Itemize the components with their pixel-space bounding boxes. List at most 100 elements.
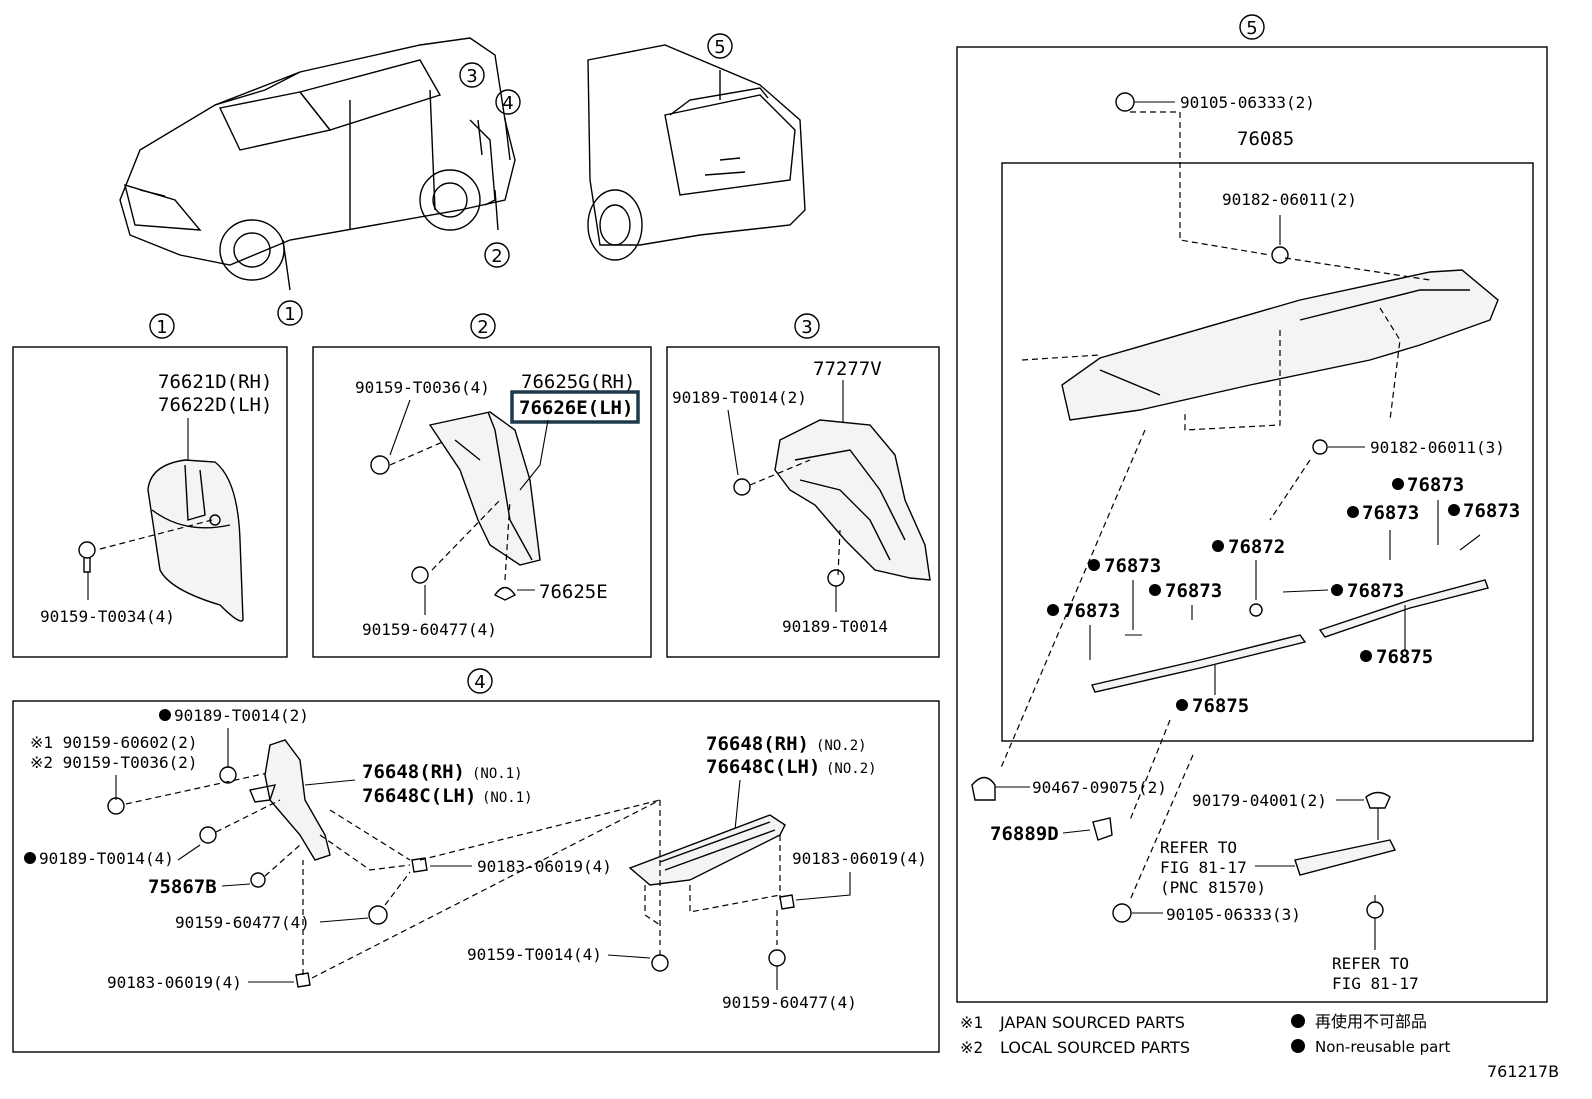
section-5-inner-box	[1001, 162, 1534, 742]
bracket-76648-no2-tag: (NO.2)	[816, 738, 867, 754]
lamp-shape	[1294, 839, 1397, 876]
callout-1-label: 1	[284, 304, 295, 325]
bolt-90105-06333-3: 90105-06333(3)	[1166, 905, 1301, 924]
part-76873-a: 76873	[1407, 474, 1464, 496]
screw-90159-60602: ※1 90159-60602(2)	[30, 733, 198, 752]
screw-90159-t0034: 90159-T0034(4)	[40, 607, 175, 626]
clip-90189-t0014-2-s4: 90189-T0014(2)	[174, 706, 309, 725]
part-76875-b: 76875	[1376, 646, 1433, 668]
nonreuse-dot	[159, 709, 171, 721]
clip-76625e: 76625E	[539, 581, 608, 603]
part-76873-d: 76873	[1104, 555, 1161, 577]
nonreuse-dot	[1212, 540, 1224, 552]
part-77277v: 77277V	[813, 358, 882, 380]
refer2-line2: FIG 81-17	[1332, 974, 1419, 993]
refer1-line2: FIG 81-17	[1160, 858, 1247, 877]
screw-90159-60477: 90159-60477(4)	[362, 620, 497, 639]
part-76872: 76872	[1228, 536, 1285, 558]
clip-90189-t0014-2: 90189-T0014(2)	[672, 388, 807, 407]
bracket-76648c-no1-tag: (NO.1)	[482, 790, 533, 806]
legend-dot	[1291, 1039, 1305, 1053]
legend: ※1 JAPAN SOURCED PARTS ※2 LOCAL SOURCED …	[960, 1012, 1559, 1081]
clip-90179-04001: 90179-04001(2)	[1192, 791, 1327, 810]
bracket-76648-no1: 76648(RH)	[362, 761, 465, 783]
part-76626e-highlight: 76626E(LH)	[519, 397, 633, 419]
nonreuse-dot	[1448, 504, 1460, 516]
nonreuse-dot	[24, 852, 36, 864]
strip-upper	[1318, 579, 1489, 638]
screw-90159-60477-s4b: 90159-60477(4)	[722, 993, 857, 1012]
refer1-line3: (PNC 81570)	[1160, 878, 1266, 897]
screw-90159-t0014-4: 90159-T0014(4)	[467, 945, 602, 964]
nut-90182-06011-3: 90182-06011(3)	[1370, 438, 1505, 457]
part-75867b: 75867B	[148, 876, 217, 898]
bolt-90105-06333-2: 90105-06333(2)	[1180, 93, 1315, 112]
callout-2-label: 2	[491, 246, 502, 267]
refer2-line1: REFER TO	[1332, 954, 1409, 973]
bracket-76648c-no2: 76648C(LH)	[706, 756, 820, 778]
part-76873-g: 76873	[1063, 600, 1120, 622]
legend-nonreuse-en: Non-reusable part	[1315, 1038, 1450, 1056]
nut-90183-06019-a: 90183-06019(4)	[477, 857, 612, 876]
nonreuse-dot	[1360, 650, 1372, 662]
bracket-76648c-no2-tag: (NO.2)	[826, 761, 877, 777]
section-2-box	[312, 346, 652, 658]
part-76621d: 76621D(RH)	[158, 371, 272, 393]
section-5-title: 5	[1246, 18, 1257, 39]
section-2-title: 2	[477, 317, 488, 338]
callout-1: 1	[277, 300, 303, 326]
legend-nonreuse-jp: 再使用不可部品	[1315, 1012, 1427, 1031]
clip-90189-t0014-4: 90189-T0014(4)	[39, 849, 174, 868]
part-76622d: 76622D(LH)	[158, 394, 272, 416]
section-1-title: 1	[156, 317, 167, 338]
highlight-box	[510, 390, 640, 424]
part-76889d: 76889D	[990, 823, 1059, 845]
bracket-76648c-no1: 76648C(LH)	[362, 785, 476, 807]
section-3: 3 77277V 90189-T0014(2) 90189-T0014	[666, 313, 940, 658]
grommet-90467-09075: 90467-09075(2)	[1032, 778, 1167, 797]
section-4-title: 4	[474, 672, 485, 693]
legend-note1-text: JAPAN SOURCED PARTS	[999, 1013, 1185, 1032]
bracket-76648-no1-tag: (NO.1)	[472, 766, 523, 782]
part-76873-c: 76873	[1463, 500, 1520, 522]
nonreuse-dot	[1047, 604, 1059, 616]
section-5-outer-box	[956, 46, 1548, 1003]
screw-90159-t0036-2: ※2 90159-T0036(2)	[30, 753, 198, 772]
legend-note2-mark: ※2	[960, 1038, 983, 1057]
callout-5: 5	[707, 33, 733, 59]
screw-90159-60477-s4: 90159-60477(4)	[175, 913, 310, 932]
part-76873-b: 76873	[1362, 502, 1419, 524]
callout-3-label: 3	[466, 66, 477, 87]
nonreuse-dot	[1331, 584, 1343, 596]
callout-4: 4	[495, 89, 521, 115]
mudflap-shape	[428, 411, 541, 566]
nut-90183-06019-c: 90183-06019(4)	[792, 849, 927, 868]
section-1-box	[12, 346, 288, 658]
nut-90183-06019-b: 90183-06019(4)	[107, 973, 242, 992]
legend-note1-mark: ※1	[960, 1013, 983, 1032]
refer1-line1: REFER TO	[1160, 838, 1237, 857]
nonreuse-dot	[1088, 559, 1100, 571]
mudguard-shape	[147, 459, 244, 622]
part-76873-e: 76873	[1165, 580, 1222, 602]
nut-90182-06011-2: 90182-06011(2)	[1222, 190, 1357, 209]
section-4: 4 90189-T0014(2) ※1 90159-60602(2) ※2 90…	[12, 668, 940, 1053]
callout-3: 3	[459, 62, 485, 88]
section-4-box	[12, 700, 940, 1053]
figure-code: 761217B	[1487, 1062, 1559, 1081]
part-76873-f: 76873	[1347, 580, 1404, 602]
screw-90159-t0036: 90159-T0036(4)	[355, 378, 490, 397]
section-2: 2 90159-T0036(4) 76625G(RH) 76626E(LH) 9…	[312, 313, 652, 658]
part-76875-a: 76875	[1192, 695, 1249, 717]
section-3-box	[666, 346, 940, 658]
bracket-no1-shape	[264, 739, 331, 861]
strip-lower	[1091, 634, 1307, 693]
legend-dot	[1291, 1014, 1305, 1028]
legend-note2-text: LOCAL SOURCED PARTS	[1000, 1038, 1190, 1057]
section-5: 5 90105-06333(2) 76085 90182-06011(2) 90…	[956, 14, 1548, 1003]
callout-5-label: 5	[714, 37, 725, 58]
section-3-title: 3	[801, 317, 812, 338]
nonreuse-dot	[1149, 584, 1161, 596]
section-1: 1 76621D(RH) 76622D(LH) 90159-T0034(4)	[12, 313, 288, 658]
